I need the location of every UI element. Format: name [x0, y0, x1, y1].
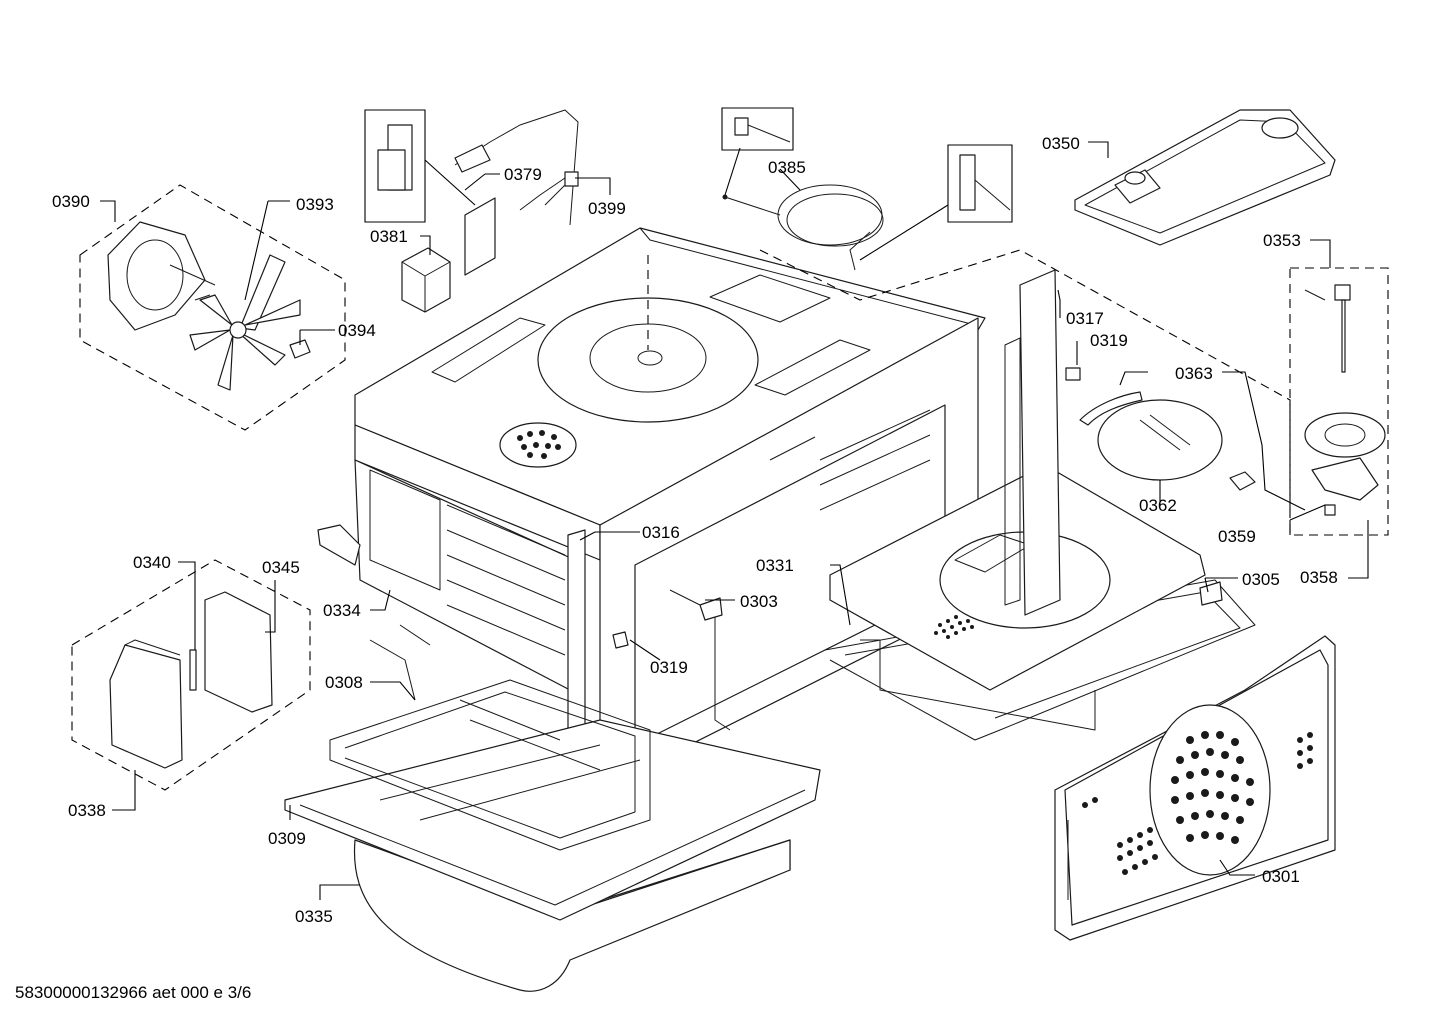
light-clip-small	[1229, 471, 1256, 491]
relay-block	[401, 247, 451, 313]
screw-upper	[1065, 367, 1081, 381]
switch-group	[71, 559, 311, 791]
callout-0301: 0301	[1262, 867, 1300, 886]
oven-cavity-housing	[354, 227, 986, 896]
callout-0305: 0305	[1242, 570, 1280, 589]
leader-lines	[100, 141, 1369, 900]
bottom-tray	[284, 719, 821, 921]
callout-0334: 0334	[323, 601, 361, 620]
callout-0316: 0316	[642, 523, 680, 542]
document-code: 58300000132966 aet 000 e 3/6	[15, 983, 251, 1002]
callout-0399: 0399	[588, 199, 626, 218]
callout-0394: 0394	[338, 321, 376, 340]
relay-inset	[364, 109, 426, 223]
callout-0331: 0331	[756, 556, 794, 575]
top-cover	[1074, 109, 1336, 246]
callout-0385: 0385	[768, 158, 806, 177]
callout-0393: 0393	[296, 195, 334, 214]
left-hinge-bracket	[317, 524, 361, 566]
callout-0338: 0338	[68, 801, 106, 820]
temperature-sensor	[721, 107, 1013, 271]
callout-0308: 0308	[325, 673, 363, 692]
callout-0319-lower: 0319	[650, 658, 688, 677]
screw-front	[612, 631, 629, 649]
callout-0379: 0379	[504, 165, 542, 184]
callout-0390: 0390	[52, 192, 90, 211]
callout-0350: 0350	[1042, 134, 1080, 153]
callout-0362: 0362	[1139, 496, 1177, 515]
terminal-board	[424, 159, 496, 276]
callout-labels: 0390 0393 0394 0381 0379 0399 0385 0350 …	[52, 134, 1338, 926]
callout-0335: 0335	[295, 907, 333, 926]
callout-0317: 0317	[1066, 309, 1104, 328]
light-assembly-group	[1289, 267, 1389, 536]
callout-0340: 0340	[133, 553, 171, 572]
bottom-heating-element	[329, 624, 651, 851]
callout-0363: 0363	[1175, 364, 1213, 383]
power-cord-assembly	[454, 109, 579, 226]
fan-motor-group	[79, 184, 346, 431]
callout-0309: 0309	[268, 829, 306, 848]
callout-0358: 0358	[1300, 568, 1338, 587]
callout-0303: 0303	[740, 592, 778, 611]
fan-blade	[189, 254, 301, 391]
callout-0359: 0359	[1218, 527, 1256, 546]
glass-retaining-clip	[1079, 391, 1143, 426]
lamp-glass	[1097, 399, 1223, 481]
callout-0319-upper: 0319	[1090, 331, 1128, 350]
element-bracket	[1199, 581, 1223, 606]
rear-fan-panel	[1054, 635, 1336, 941]
side-rail-panel	[1004, 269, 1061, 616]
callout-0381: 0381	[370, 227, 408, 246]
callout-0353: 0353	[1263, 231, 1301, 250]
callout-0345: 0345	[262, 558, 300, 577]
